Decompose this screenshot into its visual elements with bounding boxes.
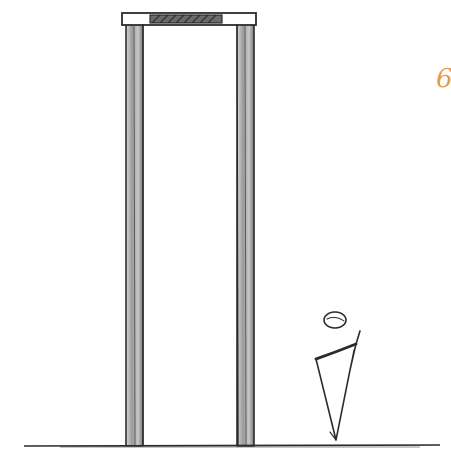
door-frame-header-hatching xyxy=(150,15,222,23)
human-figure-sketch xyxy=(316,312,360,440)
door-frame xyxy=(122,13,256,446)
ground-line xyxy=(24,445,440,446)
figure-body xyxy=(316,344,356,359)
